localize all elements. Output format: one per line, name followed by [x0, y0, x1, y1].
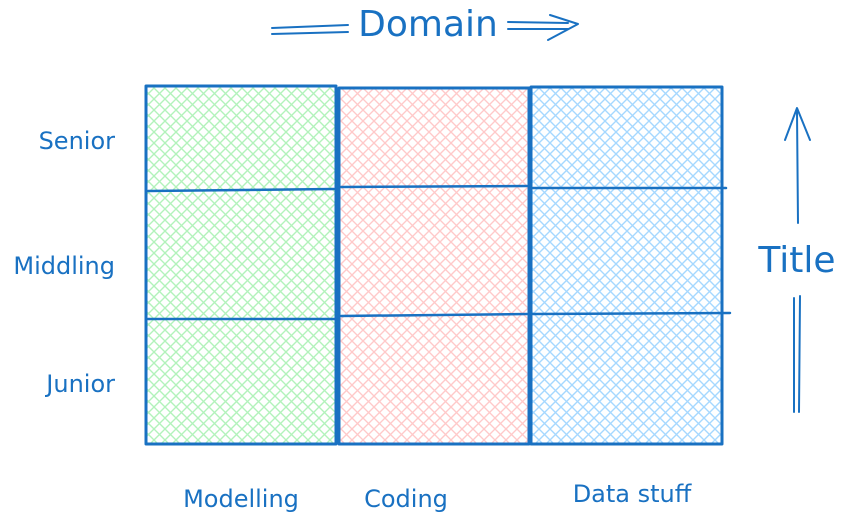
row-divider-1-coding: [339, 184, 529, 189]
title-arrow-shaft-top: [796, 111, 799, 224]
row-label-middling: Middling: [13, 252, 115, 280]
title-arrow-shaft-bottom: [793, 295, 801, 413]
column-label-coding: Coding: [364, 485, 448, 513]
domain-arrow-tail: [271, 24, 349, 35]
y-axis-title: Title: [757, 240, 835, 281]
data-stuff-column-border: [529, 85, 724, 446]
row-label-senior: Senior: [39, 127, 116, 155]
data-stuff-column-fill: [531, 87, 722, 444]
coding-column-border: [337, 86, 531, 446]
x-axis-title: Domain: [358, 4, 498, 45]
title-arrow-head: [784, 107, 811, 141]
coding-column-fill: [339, 88, 529, 444]
domain-arrow-head: [507, 14, 579, 41]
row-label-junior: Junior: [44, 370, 115, 398]
modelling-column-border: [144, 84, 338, 446]
row-divider-2-data: [531, 311, 732, 316]
row-divider-1-modelling: [146, 187, 336, 193]
row-divider-2-coding: [339, 312, 529, 318]
column-label-data-stuff: Data stuff: [573, 480, 692, 508]
modelling-column-fill: [146, 86, 336, 444]
column-label-modelling: Modelling: [183, 485, 299, 513]
